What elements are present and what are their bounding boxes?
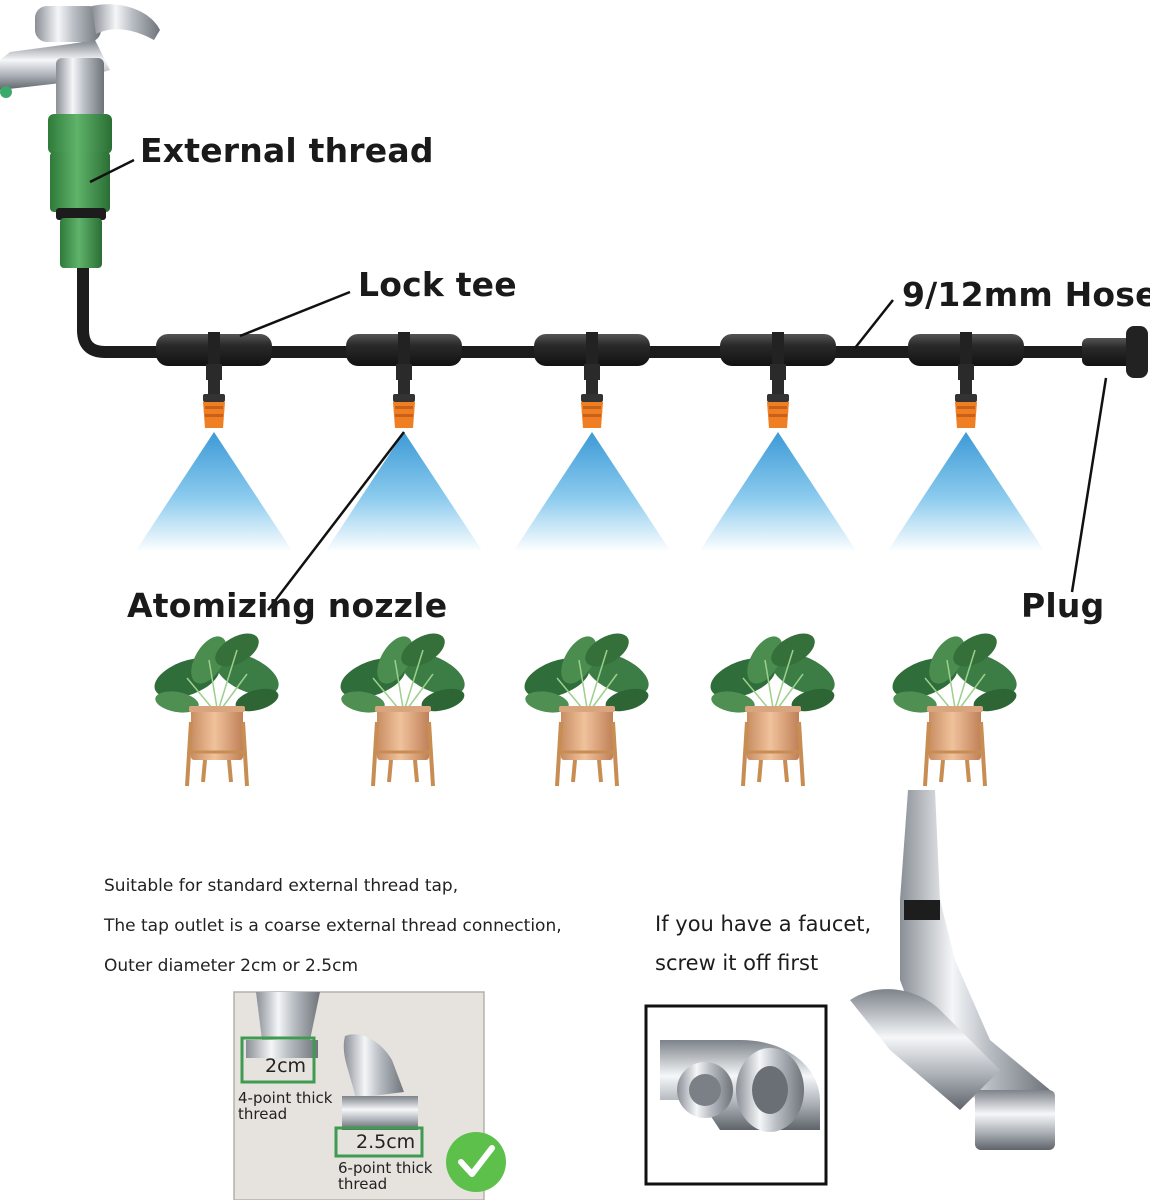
label-lock-tee: Lock tee xyxy=(358,265,517,304)
nozzle-3 xyxy=(581,380,603,428)
potted-plant-3 xyxy=(517,624,657,788)
size-2-5cm: 2.5cm xyxy=(356,1131,416,1153)
label-atomizing-nozzle: Atomizing nozzle xyxy=(127,586,448,625)
lock-tee-3 xyxy=(534,332,650,380)
lock-tee-2 xyxy=(346,332,462,380)
leader-external-thread xyxy=(89,158,135,184)
mist-spray-1 xyxy=(135,432,293,552)
faucet-removal-illustration xyxy=(644,790,1055,1186)
thread-4-point: 4-point thick thread xyxy=(238,1089,333,1123)
leader-plug xyxy=(1070,377,1108,593)
note-line-1: Suitable for standard external thread ta… xyxy=(104,876,459,896)
hose xyxy=(77,268,1105,358)
mist-spray-2 xyxy=(325,432,483,552)
note-line-2: The tap outlet is a coarse external thre… xyxy=(104,916,562,936)
mist-spray-3 xyxy=(513,432,671,552)
leader-lock-tee xyxy=(239,290,351,338)
tap-size-inset xyxy=(233,991,485,1200)
label-plug: Plug xyxy=(1021,586,1105,625)
potted-plant-5 xyxy=(885,624,1025,788)
nozzle-2 xyxy=(393,380,415,428)
leader-atomizing-nozzle xyxy=(267,431,405,611)
note-line-3: Outer diameter 2cm or 2.5cm xyxy=(104,956,359,976)
lock-tee-4 xyxy=(720,332,836,380)
faucet-illustration xyxy=(0,4,160,118)
mist-spray-4 xyxy=(699,432,857,552)
size-2cm: 2cm xyxy=(265,1055,307,1077)
potted-plant-1 xyxy=(147,624,287,788)
potted-plant-2 xyxy=(333,624,473,788)
lock-tee-5 xyxy=(908,332,1024,380)
nozzle-5 xyxy=(955,380,977,428)
leader-hose xyxy=(854,299,894,349)
nozzle-4 xyxy=(767,380,789,428)
lock-tee-1 xyxy=(156,332,272,380)
label-hose: 9/12mm Hose xyxy=(902,275,1150,314)
nozzle-1 xyxy=(203,380,225,428)
faucet-note-line-2: screw it off first xyxy=(655,951,819,975)
thread-6-point: 6-point thick thread xyxy=(338,1159,433,1193)
label-external-thread: External thread xyxy=(140,131,434,170)
plug-illustration xyxy=(1082,326,1148,378)
potted-plant-4 xyxy=(703,624,843,788)
quick-connector xyxy=(48,114,112,268)
faucet-note-line-1: If you have a faucet, xyxy=(655,912,872,936)
mist-spray-5 xyxy=(887,432,1045,552)
check-icon xyxy=(446,1132,506,1192)
